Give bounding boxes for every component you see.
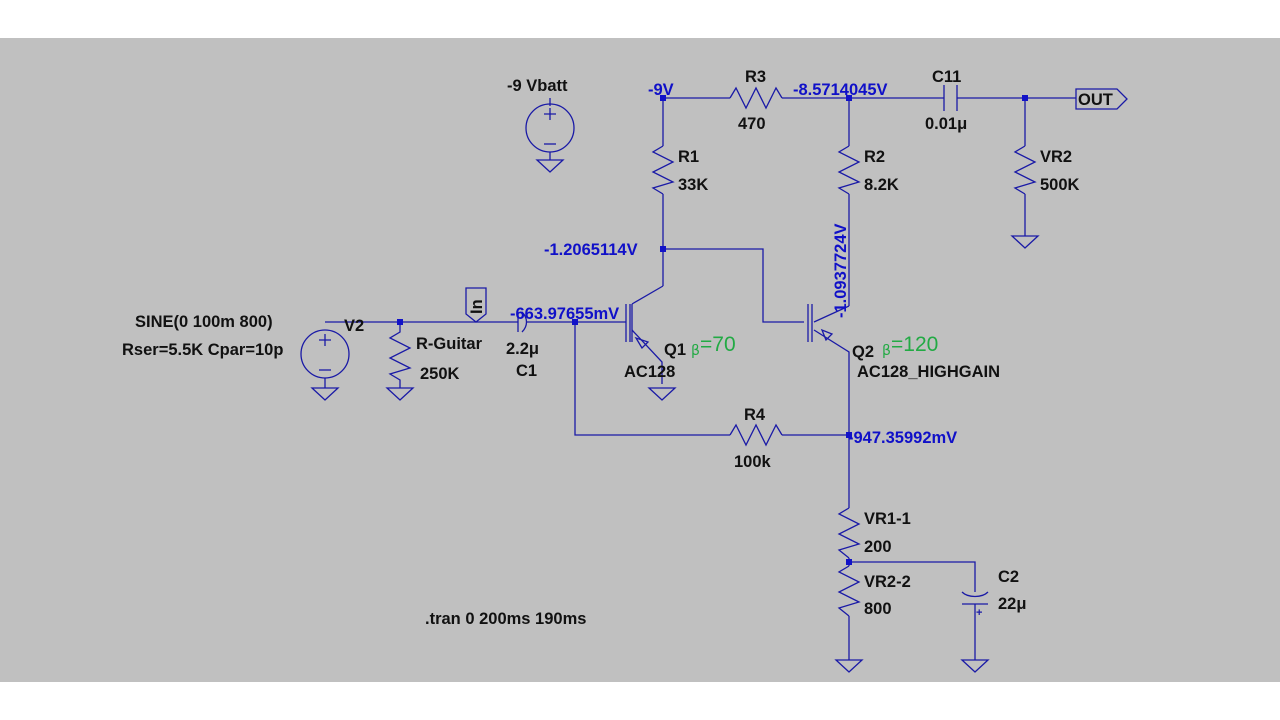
r1-value: 33K [678, 176, 708, 194]
vbatt-source-symbol[interactable] [525, 98, 575, 173]
voltage-q2-collector: -1.0937724V [832, 224, 850, 319]
voltage-q2-emitter: -947.35992mV [848, 429, 957, 447]
r3-name: R3 [745, 68, 766, 86]
q1-name: Q1 [664, 341, 686, 359]
vr2-value: 500K [1040, 176, 1080, 194]
r1-name: R1 [678, 148, 699, 166]
v2-spec-line2: Rser=5.5K Cpar=10p [122, 341, 283, 359]
vr-ground-icon [834, 659, 864, 673]
vr2-2-value: 800 [864, 600, 892, 618]
vr2-ground-icon [1010, 235, 1040, 249]
r2-name: R2 [864, 148, 885, 166]
q1-beta-symbol: β [691, 343, 700, 359]
v2-source-symbol[interactable] [300, 321, 400, 401]
voltage-supply: -9V [648, 81, 674, 99]
r1-resistor-symbol[interactable] [651, 145, 675, 195]
vr2-2-resistor-symbol[interactable] [837, 565, 861, 617]
q1-beta: =70 [700, 333, 736, 356]
r3-value: 470 [738, 115, 766, 133]
c2-plus-sign: + [976, 607, 982, 619]
vr1-1-resistor-symbol[interactable] [837, 507, 861, 559]
q2-name: Q2 [852, 343, 874, 361]
v2-spec-line1: SINE(0 100m 800) [135, 313, 273, 331]
c1-value: 2.2μ [506, 340, 539, 358]
out-port[interactable]: OUT [1075, 88, 1128, 110]
vr2-resistor-symbol[interactable] [1013, 145, 1037, 195]
c11-value: 0.01μ [925, 115, 967, 133]
voltage-q1-base: -663.97655mV [510, 305, 619, 323]
c1-name: C1 [516, 362, 537, 380]
junction-dots [397, 95, 1028, 565]
q1-model: AC128 [624, 363, 675, 381]
r4-name: R4 [744, 406, 766, 424]
out-port-label: OUT [1078, 91, 1113, 109]
q2-beta-symbol: β [882, 343, 891, 359]
top-rail-wires [662, 97, 1076, 306]
tran-directive: .tran 0 200ms 190ms [425, 610, 586, 628]
in-port[interactable]: In [465, 287, 487, 323]
in-port-label: In [468, 299, 486, 314]
r2-resistor-symbol[interactable] [837, 145, 861, 195]
rguitar-value: 250K [420, 365, 460, 383]
vbatt-label: -9 Vbatt [507, 77, 568, 95]
c2-name: C2 [998, 568, 1019, 586]
c2-value: 22μ [998, 595, 1026, 613]
vr1-1-value: 200 [864, 538, 892, 556]
v2-name: V2 [344, 317, 364, 335]
rguitar-resistor-symbol[interactable] [385, 322, 415, 401]
c1-capacitor-symbol[interactable] [400, 311, 528, 333]
q2-transistor-symbol[interactable] [807, 304, 834, 342]
c11-name: C11 [932, 68, 961, 86]
q2-beta: =120 [891, 333, 938, 356]
rguitar-name: R-Guitar [416, 335, 483, 353]
q2-model: AC128_HIGHGAIN [857, 363, 1000, 381]
voltage-q1-collector: -1.2065114V [544, 241, 638, 259]
r3-resistor-symbol[interactable] [729, 86, 783, 110]
schematic-area [0, 38, 1280, 682]
mid-wires [526, 248, 976, 660]
q1-transistor-symbol[interactable] [625, 304, 677, 401]
r4-value: 100k [734, 453, 772, 471]
vr1-1-name: VR1-1 [864, 510, 911, 528]
vr2-2-name: VR2-2 [864, 573, 911, 591]
voltage-after-r3: -8.5714045V [793, 81, 888, 99]
c2-capacitor-symbol[interactable]: + [960, 591, 990, 673]
r4-resistor-symbol[interactable] [729, 423, 783, 447]
r2-value: 8.2K [864, 176, 899, 194]
c11-capacitor-symbol[interactable] [943, 85, 958, 111]
vr2-name: VR2 [1040, 148, 1072, 166]
